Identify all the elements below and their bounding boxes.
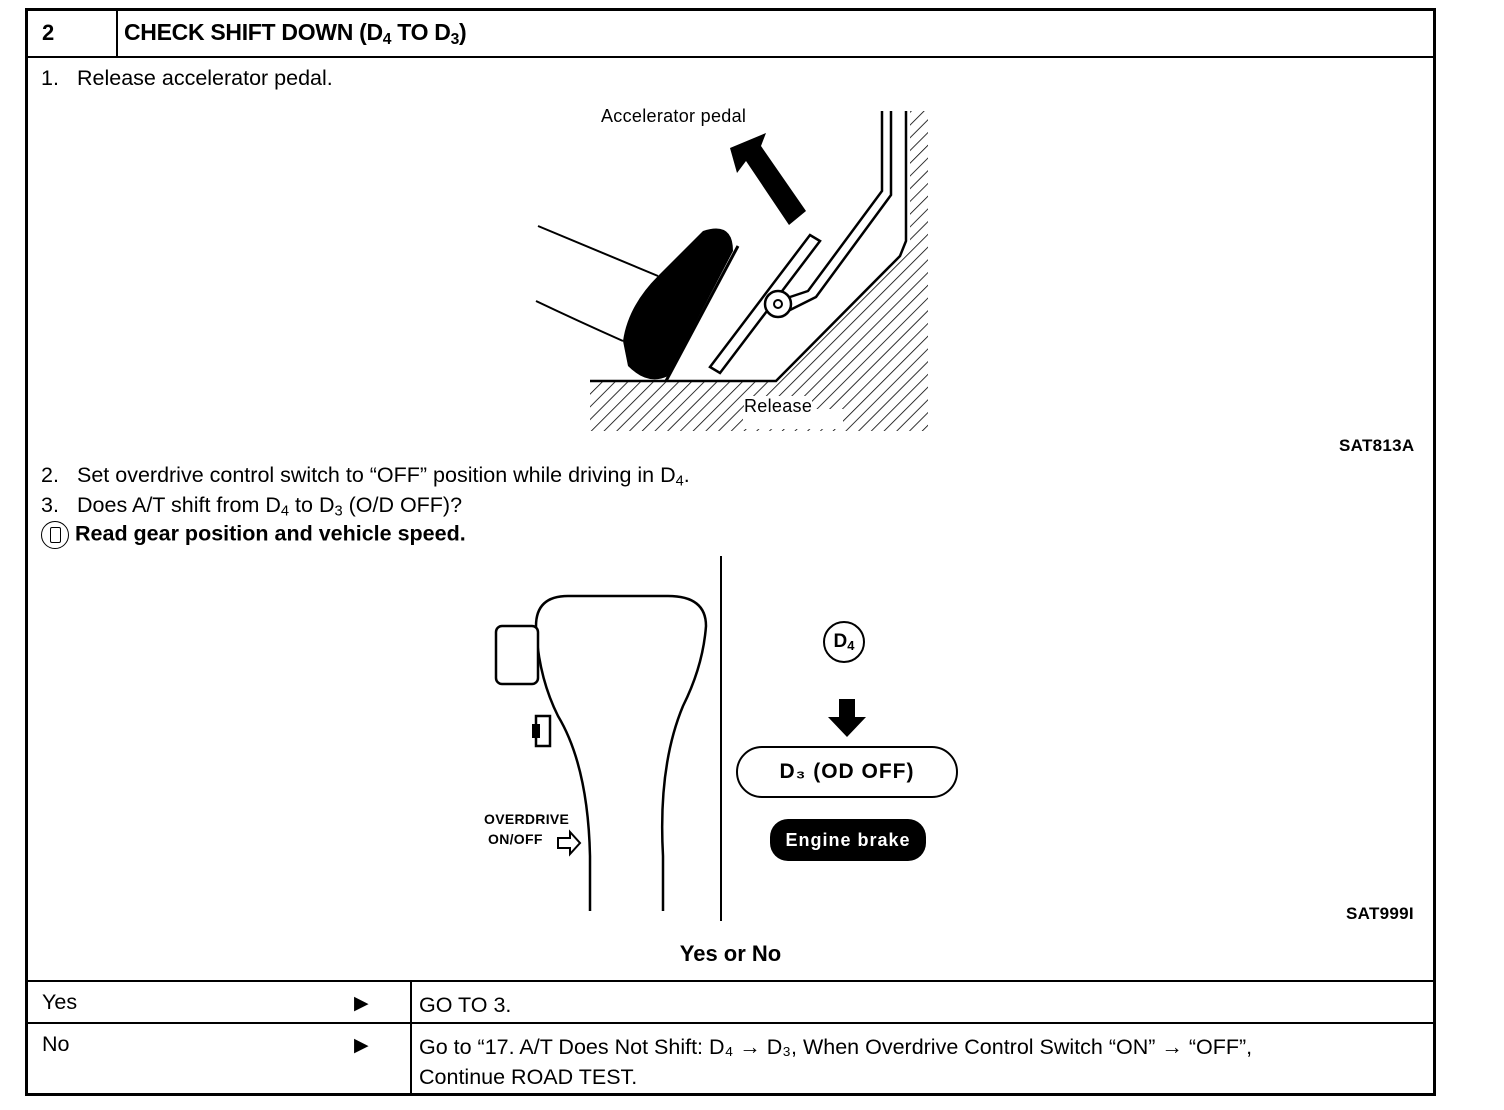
consult-monitor-icon [41, 521, 69, 549]
answer-label: Yes [42, 990, 78, 1014]
engine-brake-badge: Engine brake [770, 819, 926, 861]
arrow-icon: ▶ [354, 1035, 369, 1056]
answer-action: GO TO 3. [419, 993, 512, 1017]
figure-code-sat813a: SAT813A [1339, 436, 1415, 455]
step-header: 2 CHECK SHIFT DOWN (D4 TO D3) [28, 11, 1433, 58]
figure-code-sat999i: SAT999I [1346, 904, 1414, 923]
overdrive-label: OVERDRIVE [484, 811, 570, 827]
accelerator-pedal-figure [535, 111, 928, 431]
answer-label: No [42, 1032, 70, 1056]
answer-row-no: No ▶ Go to “17. A/T Does Not Shift: D₄ →… [28, 1022, 1433, 1093]
on-off-label: ON/OFF [488, 831, 543, 847]
step-title: CHECK SHIFT DOWN (D4 TO D3) [124, 19, 467, 48]
header-divider [116, 11, 118, 56]
instruction-step-4: Read gear position and vehicle speed. [41, 521, 466, 549]
d3-od-off-indicator: D₃ (OD OFF) [736, 746, 958, 798]
shift-lever-figure [494, 594, 708, 911]
instruction-step-3: 3.Does A/T shift from D4 to D3 (O/D OFF)… [41, 493, 463, 520]
down-arrow-icon [828, 699, 866, 737]
figure-divider [720, 556, 722, 921]
step-number: 2 [42, 20, 55, 45]
diagnostic-step-table: 2 CHECK SHIFT DOWN (D4 TO D3) 1.Release … [25, 8, 1436, 1096]
answer-action: Go to “17. A/T Does Not Shift: D₄ → D₃, … [419, 1035, 1253, 1089]
instruction-step-1: 1.Release accelerator pedal. [41, 66, 333, 90]
instruction-step-2: 2.Set overdrive control switch to “OFF” … [41, 463, 690, 490]
d4-gear-indicator: D4 [823, 621, 865, 663]
question-label: Yes or No [679, 941, 782, 966]
answer-row-yes: Yes ▶ GO TO 3. [28, 980, 1433, 1024]
accelerator-pedal-label: Accelerator pedal [601, 106, 747, 126]
release-label: Release [744, 396, 813, 417]
arrow-icon: ▶ [354, 993, 369, 1014]
